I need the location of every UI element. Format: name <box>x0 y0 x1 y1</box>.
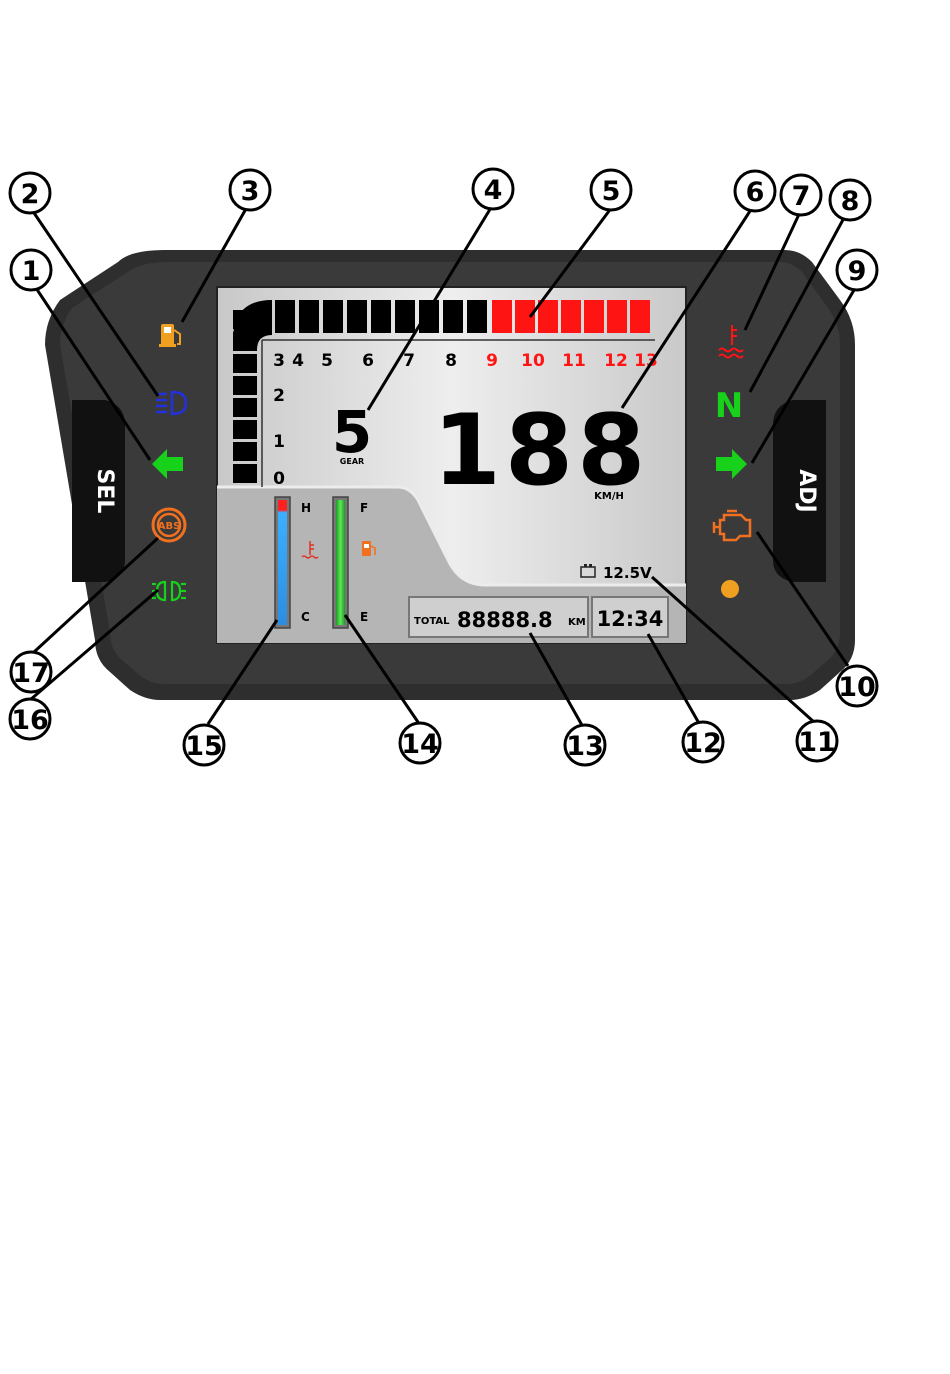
gear-label: GEAR <box>340 457 364 466</box>
rpm-segment <box>299 300 319 333</box>
callout-number: 8 <box>841 186 860 217</box>
gear-value: 5 <box>332 398 372 466</box>
rpm-tick-label-vertical: 2 <box>273 386 285 406</box>
abs-icon: ABS <box>153 509 185 541</box>
callout-number: 12 <box>684 728 722 759</box>
fuel-full-label: F <box>360 501 368 515</box>
rpm-segment-redzone <box>538 300 558 333</box>
callout-number: 13 <box>566 731 604 762</box>
rpm-segment-vertical <box>233 442 257 461</box>
callout-number: 10 <box>838 672 876 703</box>
fuel-empty-label: E <box>360 610 368 624</box>
speed-unit: KM/H <box>594 491 624 502</box>
rpm-tick-label-vertical: 3 <box>273 351 285 371</box>
abs-indicator: ABS <box>153 509 185 541</box>
rpm-segment <box>323 300 343 333</box>
rpm-segment-vertical <box>233 420 257 439</box>
odometer-value: 88888.8 <box>457 608 553 632</box>
rpm-tick-label: 5 <box>321 351 333 371</box>
rpm-segment <box>467 300 487 333</box>
adj-button[interactable]: ADJ <box>773 400 826 582</box>
rpm-tick-label-redzone: 9 <box>486 351 498 371</box>
callout-number: 3 <box>241 176 260 207</box>
rpm-segment-redzone <box>492 300 512 333</box>
callout-number: 1 <box>22 256 41 287</box>
sel-button[interactable]: SEL <box>72 400 125 582</box>
sel-button-label: SEL <box>92 469 117 514</box>
rpm-segment <box>347 300 367 333</box>
odometer-unit: KM <box>568 617 586 628</box>
orange-dot-icon <box>721 580 739 598</box>
rpm-segment-vertical <box>233 376 257 395</box>
rpm-segment <box>275 300 295 333</box>
callout-number: 4 <box>484 175 503 206</box>
callout-number: 2 <box>21 179 40 210</box>
rpm-tick-label-vertical: 0 <box>273 469 285 489</box>
rpm-tick-label: 6 <box>362 351 374 371</box>
clock-readout: 12:34 <box>597 607 664 631</box>
callout-number: 14 <box>401 729 439 760</box>
voltage-readout: 12.5V <box>603 564 652 582</box>
svg-text:ABS: ABS <box>158 521 181 532</box>
rpm-segment <box>371 300 391 333</box>
rpm-segment <box>395 300 415 333</box>
callout-number: 11 <box>798 727 836 758</box>
fuel-gauge-fill <box>336 500 345 625</box>
rpm-segment-redzone <box>561 300 581 333</box>
rpm-segment-vertical <box>233 354 257 373</box>
rpm-segment-vertical <box>233 464 257 483</box>
callout-number: 15 <box>185 731 223 762</box>
rpm-tick-label: 8 <box>445 351 457 371</box>
rpm-tick-label-redzone: 10 <box>521 351 545 371</box>
callout-number: 16 <box>11 705 49 736</box>
rpm-segment-redzone <box>584 300 604 333</box>
callout-number: 17 <box>12 658 50 689</box>
rpm-segment-redzone <box>607 300 627 333</box>
temp-low-label: C <box>301 610 310 624</box>
rpm-tick-label: 4 <box>292 351 304 371</box>
temp-gauge-fill <box>278 500 287 625</box>
rpm-segment <box>443 300 463 333</box>
callout-number: 9 <box>848 256 867 287</box>
rpm-tick-label-vertical: 1 <box>273 432 285 452</box>
rpm-tick-label-redzone: 11 <box>562 351 586 371</box>
rpm-segment-vertical <box>233 398 257 417</box>
odometer-label: TOTAL <box>414 616 450 627</box>
callout-number: 6 <box>746 177 765 208</box>
rpm-segment-redzone <box>630 300 650 333</box>
adj-button-label: ADJ <box>794 469 819 512</box>
rpm-tick-label-redzone: 12 <box>604 351 628 371</box>
rpm-segment <box>419 300 439 333</box>
callout-number: 5 <box>602 176 621 207</box>
temp-high-label: H <box>301 501 311 515</box>
neutral-indicator: N <box>715 386 743 426</box>
callout-number: 7 <box>792 181 811 212</box>
rpm-tick-label: 7 <box>403 351 415 371</box>
